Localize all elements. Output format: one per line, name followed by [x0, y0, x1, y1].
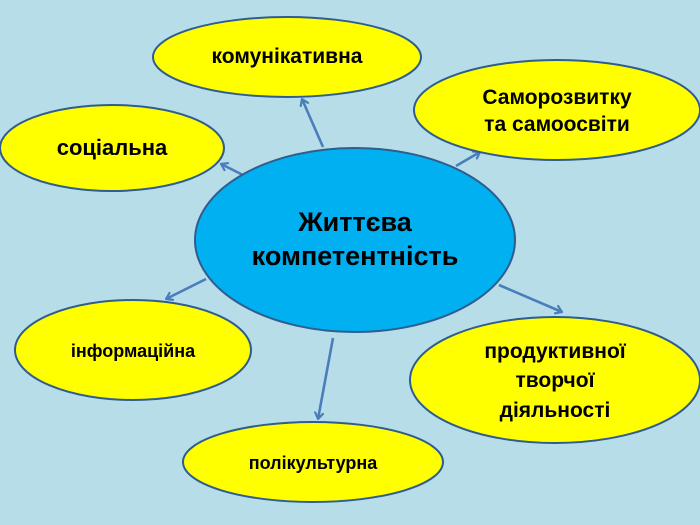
arrow-to-productive — [498, 283, 562, 312]
node-social — [0, 104, 225, 192]
node-label-social: соціальна — [56, 135, 168, 161]
node-productive — [409, 316, 700, 444]
node-multicultural — [182, 421, 444, 503]
node-self-development — [413, 59, 700, 161]
center-node — [194, 147, 516, 333]
node-label-informational: інформаційна — [70, 340, 196, 361]
node-label-multicultural: полікультурна — [248, 452, 378, 473]
arrow-to-self-development — [455, 152, 480, 168]
arrow-to-social — [221, 164, 244, 177]
node-informational — [14, 299, 252, 401]
arrow-to-informational — [166, 277, 207, 299]
arrow-to-multicultural — [318, 337, 335, 419]
node-communicative — [152, 16, 422, 98]
node-label-communicative: комунікативна — [211, 44, 363, 68]
arrow-to-communicative — [302, 99, 325, 148]
center-label: Життєва компетентність — [251, 207, 459, 271]
node-label-self-development: Саморозвитку та самоосвіти — [482, 85, 632, 136]
node-label-productive: продуктивної творчої діяльності — [484, 339, 626, 422]
